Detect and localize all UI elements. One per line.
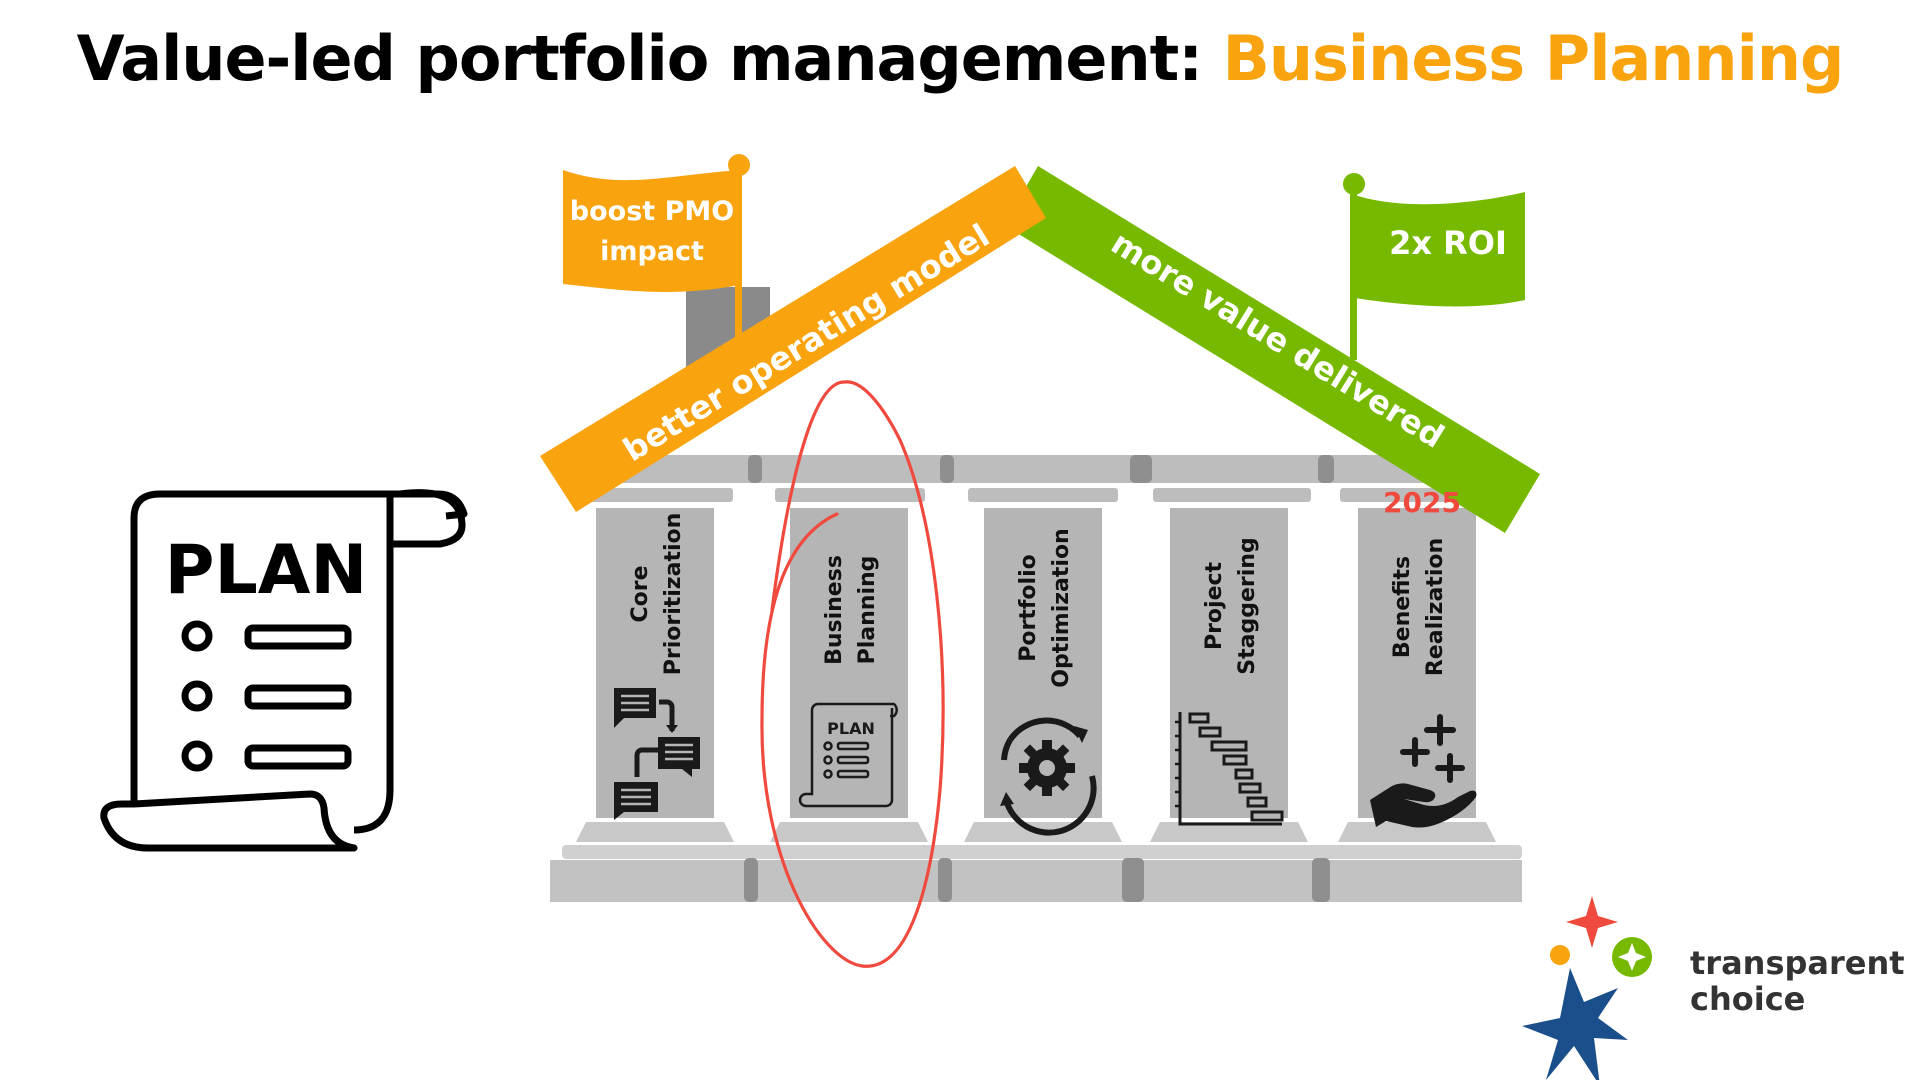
- pillar-label-1: Core Prioritization: [628, 513, 686, 676]
- pillar-1-label-line1: Core: [628, 565, 653, 622]
- page-title: Value-led portfolio management: Business…: [0, 22, 1920, 95]
- pillar-4-label-line2: Staggering: [1235, 537, 1260, 674]
- flag-left: boost PMO impact: [563, 154, 750, 368]
- logo-text-1: transparent: [1690, 944, 1905, 982]
- flag-left-text-1: boost PMO: [570, 196, 734, 227]
- pillar-label-5: Benefits Realization: [1390, 538, 1448, 676]
- pillar-5-label-line2: Realization: [1423, 538, 1448, 676]
- pillar-4-label-line1: Project: [1202, 561, 1227, 650]
- gantt-chart-icon: [1175, 712, 1284, 826]
- hand-plus-icon: [1370, 714, 1477, 828]
- plan-scroll-label: PLAN: [165, 531, 368, 610]
- plan-scroll-icon: PLAN: [100, 489, 468, 852]
- entablature: [570, 455, 1440, 483]
- pillar-3-label-line2: Optimization: [1049, 528, 1074, 687]
- flag-left-text-2: impact: [600, 236, 704, 267]
- flag-right-text: 2x ROI: [1389, 224, 1507, 262]
- pillar-2-shaft: [790, 508, 908, 818]
- title-prefix: Value-led portfolio management:: [76, 22, 1223, 95]
- year-badge: 2025: [1383, 486, 1461, 519]
- pillar-label-3: Portfolio Optimization: [1016, 528, 1074, 687]
- chat-flow-icon: [614, 688, 700, 820]
- pillar-1-label-line2: Prioritization: [661, 513, 686, 676]
- pillar-5-shaft: [1358, 508, 1476, 818]
- pillar-3-label-line1: Portfolio: [1016, 554, 1041, 662]
- title-highlight: Business Planning: [1222, 22, 1845, 95]
- logo-text-2: choice: [1690, 980, 1805, 1018]
- plan-scroll-icon-small: PLAN: [798, 702, 898, 808]
- gear-cycle-icon: [1000, 717, 1097, 836]
- pillar-caps: [583, 488, 1498, 502]
- plan-scroll-small-label: PLAN: [827, 719, 875, 738]
- pillar-2-label-line1: Business: [822, 555, 847, 665]
- pillar-bases: [562, 822, 1522, 859]
- transparent-choice-logo: transparent choice: [1522, 896, 1905, 1080]
- pillar-4-shaft: [1170, 508, 1288, 818]
- pillar-label-2: Business Planning: [822, 555, 880, 665]
- pillar-label-4: Project Staggering: [1202, 537, 1260, 674]
- pillar-2-label-line2: Planning: [855, 556, 880, 665]
- flag-right: 2x ROI: [1343, 173, 1525, 360]
- pillar-shafts: [596, 508, 1476, 818]
- foundation: [550, 858, 1522, 902]
- annotation-circle: [760, 380, 945, 968]
- pillar-1-shaft: [596, 508, 714, 818]
- pillar-5-label-line1: Benefits: [1390, 556, 1415, 658]
